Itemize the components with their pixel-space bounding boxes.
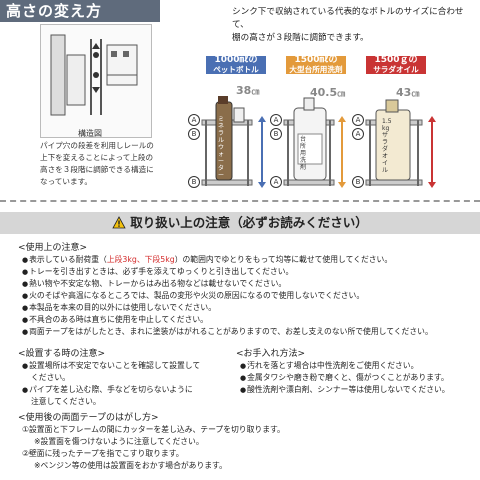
usage-item-3: ●熱い物や不安定な物、トレーからはみ出る物などは載せないでください。 [22, 279, 287, 288]
bottle-box-detergent-num: 1500㎖の [294, 55, 338, 65]
structure-diagram [40, 24, 152, 138]
install-item-1: ●設置場所は不安定でないことを確認して設置して [22, 361, 201, 370]
bottle-box-pet-num: 1000㎖の [214, 55, 258, 65]
bottle-box-pet-kind: ペットボトル [213, 65, 259, 74]
care-list: ●汚れを落とす場合は中性洗剤をご使用ください。 ●金属タワシや磨き粉で磨くと、傷… [240, 360, 476, 396]
install-heading: <設置する時の注意> [18, 349, 106, 359]
care-item-2: ●金属タワシや磨き粉で磨くと、傷がつくことがあります。 [240, 373, 449, 382]
structure-description: パイプ穴の段差を利用しレールの 上下を変えることによって上段の 高さを３段階に調… [40, 140, 186, 188]
usage-item-6: ●不具合のある時は直ちに使用を中止してください。 [22, 315, 208, 324]
marker-a-2: A [270, 114, 282, 126]
height-label-38: 38㎝ [236, 84, 260, 97]
marker-a-4: A [352, 114, 364, 126]
intro-text: シンク下で収納されている代表的なボトルのサイズに合わせて、 棚の高さが３段階に調… [232, 6, 476, 45]
install-item-1-cont: ください。 [31, 373, 70, 382]
bottle-box-pet: 1000㎖の ペットボトル [206, 56, 266, 74]
height-label-40-5: 40.5㎝ [310, 86, 346, 99]
usage-item-4: ●火のそばや高温になるところでは、製品の変形や火災の原因になるので使用しないでく… [22, 291, 365, 300]
structure-label: 構造図 [78, 129, 102, 138]
bottle-label-3: 1.5kgサラダオイル [382, 118, 392, 174]
usage-list: ●表示している耐荷重（上段3kg、下段5kg）の範囲内でゆとりをもって均等に載せ… [22, 254, 478, 338]
caution-header: 取り扱い上の注意（必ずお読みください） [0, 212, 480, 234]
marker-b-4: B [352, 176, 364, 188]
marker-b-2: B [188, 176, 200, 188]
marker-a-3: A [270, 176, 282, 188]
bottle-box-oil-kind: サラダオイル [373, 65, 419, 74]
shelf-illustrations [201, 96, 436, 188]
shelf-1-drawing [201, 96, 266, 188]
shelf-3-drawing [365, 99, 436, 188]
intro-line-2: 棚の高さが３段階に調節できます。 [232, 33, 369, 43]
tape-steps: ①設置面と下フレームの間にカッターを差し込み、テープを切り取ります。 ※設置面を… [22, 424, 478, 472]
marker-b-3: B [270, 128, 282, 140]
usage-item-7: ●両面テープをはがしたとき、まれに塗装がはがれることがありますので、お差し支えの… [22, 327, 433, 336]
install-item-2: ●パイプを差し込む際、手などを切らないように [22, 385, 193, 394]
install-item-2-cont: 注意してください。 [31, 397, 101, 406]
section-title-height-adjust: 高さの変え方 [0, 0, 160, 22]
bottle-label-1: ミネラルウォーター [218, 116, 225, 179]
tape-note-1: ※設置面を傷つけないように注意してください。 [34, 437, 204, 446]
usage-heading: <使用上の注意> [18, 243, 88, 253]
desc-line-2: 上下を変えることによって上段の [40, 153, 154, 162]
marker-b-1: B [188, 128, 200, 140]
desc-line-1: パイプ穴の段差を利用しレールの [40, 141, 154, 150]
care-item-3: ●酸性洗剤や漂白剤、シンナー等は使用しないでください。 [240, 385, 450, 394]
intro-line-1: シンク下で収納されている代表的なボトルのサイズに合わせて、 [232, 7, 464, 30]
install-list: ●設置場所は不安定でないことを確認して設置して ください。 ●パイプを差し込む際… [22, 360, 232, 408]
usage-item-2: ●トレーを引き出すときは、必ず手を添えてゆっくりと引き出してください。 [22, 267, 294, 276]
bottle-box-oil-num: 1500ｇの [374, 55, 418, 65]
bottle-box-oil: 1500ｇの サラダオイル [366, 56, 426, 74]
tape-heading: <使用後の両面テープのはがし方> [18, 413, 159, 423]
care-item-1: ●汚れを落とす場合は中性洗剤をご使用ください。 [240, 361, 419, 370]
structure-diagram-drawing [50, 34, 138, 116]
bottle-box-detergent-kind: 大型台所用洗剤 [289, 65, 343, 74]
warning-icon [112, 216, 126, 229]
tape-note-2: ※ベンジン等の使用は設置面をおかす場合があります。 [34, 461, 227, 470]
marker-a-5: A [352, 128, 364, 140]
caution-title: 取り扱い上の注意（必ずお読みください） [130, 215, 368, 230]
section-divider [0, 200, 480, 202]
usage-item-1: ●表示している耐荷重（上段3kg、下段5kg）の範囲内でゆとりをもって均等に載せ… [22, 255, 393, 264]
care-heading: <お手入れ方法> [236, 349, 306, 359]
desc-line-3: 高さを３段階に調節できる構造に [40, 165, 154, 174]
shelf-2-drawing [283, 97, 346, 188]
tape-step-1: ①設置面と下フレームの間にカッターを差し込み、テープを切り取ります。 [22, 425, 285, 434]
bottle-box-detergent: 1500㎖の 大型台所用洗剤 [286, 56, 346, 74]
usage-item-5: ●本製品を本来の目的以外には使用しないでください。 [22, 303, 216, 312]
desc-line-4: なっています。 [40, 177, 93, 186]
tape-step-2: ②壁面に残ったテープを指でこすり取ります。 [22, 449, 184, 458]
height-label-43: 43㎝ [396, 86, 420, 99]
marker-a-1: A [188, 114, 200, 126]
bottle-label-2: 台所用洗剤 [300, 136, 307, 171]
